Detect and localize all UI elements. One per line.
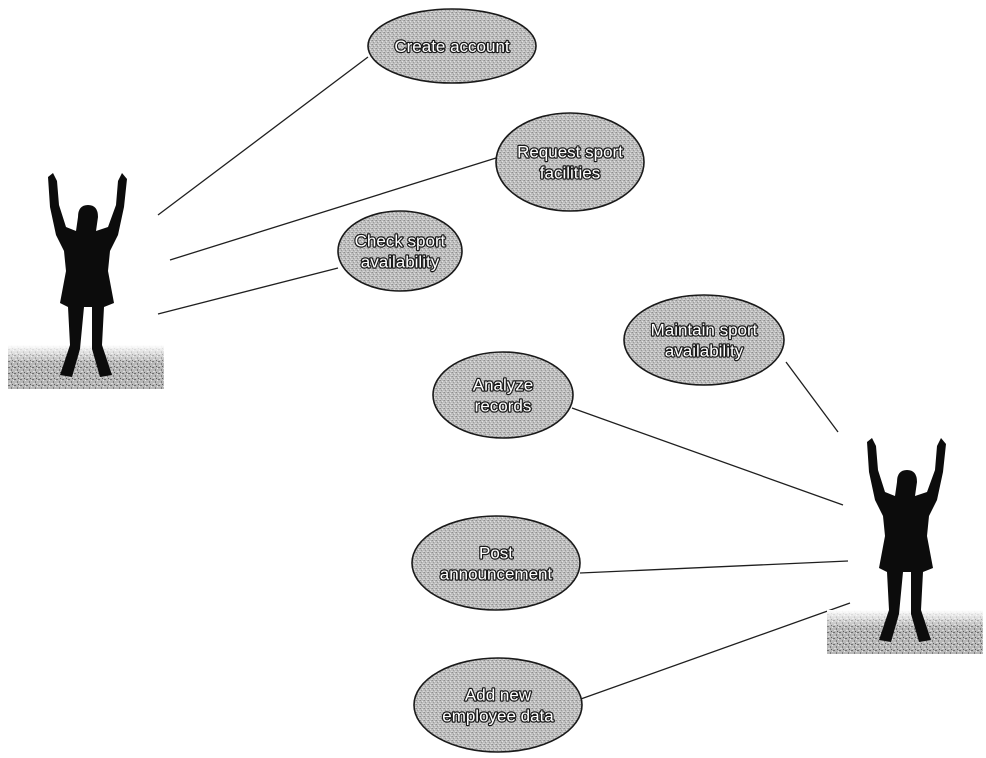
uc-analyze-records-label-line: records: [475, 397, 532, 416]
actor-silhouette-icon: [827, 438, 983, 654]
association-lines: [157, 56, 851, 701]
uc-create-account: Create account: [367, 8, 537, 84]
uc-analyze-records-label-line: Analyze: [473, 376, 533, 395]
uc-analyze-records-ellipse: [432, 351, 574, 439]
uc-add-employee: Add new employee data: [413, 657, 583, 753]
uc-add-employee-label-line: Add new: [465, 686, 532, 705]
uc-post-announcement-label-line: announcement: [440, 565, 553, 584]
actor-left-figure: [8, 173, 164, 389]
uc-request-facilities: Request sport facilities: [495, 112, 645, 212]
uc-maintain-availability-ellipse: [623, 294, 785, 386]
association-actor-right-add-employee: [577, 602, 851, 701]
uc-analyze-records: Analyze records: [432, 351, 574, 439]
uc-post-announcement-ellipse: [411, 515, 581, 611]
association-actor-left-request-facilities: [169, 157, 497, 261]
uc-request-facilities-ellipse: [495, 112, 645, 212]
association-actor-left-create-account: [157, 56, 369, 216]
association-actor-left-check-availability: [157, 267, 339, 315]
uc-add-employee-label-line: employee data: [442, 707, 554, 726]
uc-check-availability: Check sport availability: [337, 210, 463, 292]
uc-post-announcement-label-line: Post: [479, 544, 513, 563]
association-actor-right-post-announcement: [579, 560, 849, 574]
uc-maintain-availability-label-line: availability: [665, 342, 744, 361]
uc-check-availability-label-line: Check sport: [355, 232, 446, 251]
uc-create-account-ellipse: [367, 8, 537, 84]
association-actor-right-analyze-records: [571, 407, 844, 506]
uc-post-announcement: Post announcement: [411, 515, 581, 611]
uc-maintain-availability-label-line: Maintain sport: [651, 321, 758, 340]
actor-silhouette-icon: [8, 173, 164, 389]
association-actor-right-maintain-availability: [785, 361, 839, 433]
uc-check-availability-label-line: availability: [361, 253, 440, 272]
uc-create-account-label-line: Create account: [394, 37, 510, 56]
uc-add-employee-ellipse: [413, 657, 583, 753]
uc-check-availability-ellipse: [337, 210, 463, 292]
actor-right-figure: [827, 438, 983, 654]
uc-request-facilities-label-line: facilities: [540, 164, 600, 183]
uc-request-facilities-label-line: Request sport: [517, 143, 623, 162]
uc-maintain-availability: Maintain sport availability: [623, 294, 785, 386]
